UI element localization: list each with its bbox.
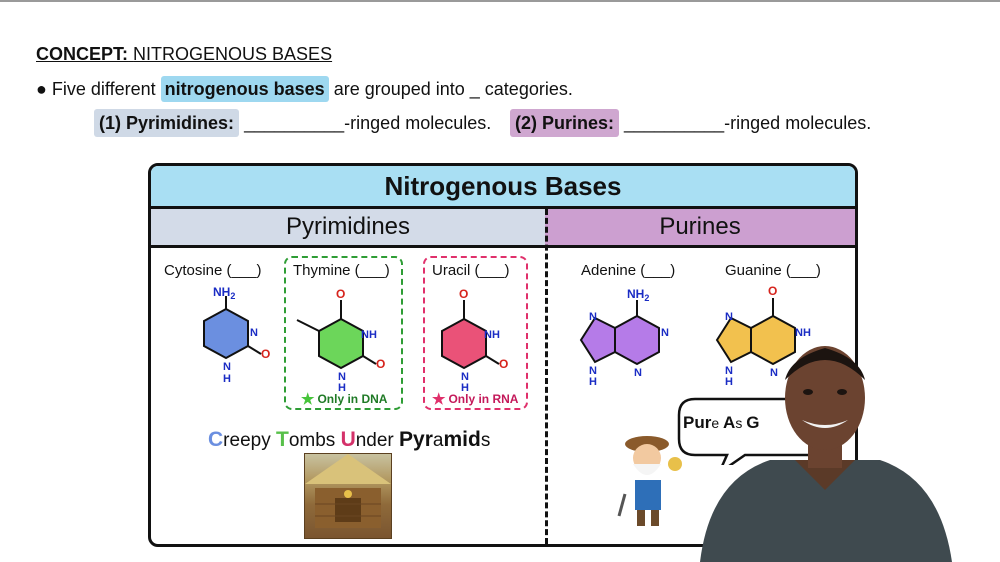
mnemonic-u: U (340, 428, 356, 451)
only-in-rna-tag: ★ Only in RNA (432, 390, 518, 408)
green-star-icon: ★ (301, 391, 315, 408)
uracil-oxygen-bottom: O (499, 357, 508, 371)
uracil-h-label: H (461, 382, 469, 394)
cytosine-oxygen-label: O (261, 347, 270, 361)
guanine-n3-label: N (770, 367, 778, 379)
cytosine-n3-label: N (250, 327, 258, 339)
presenter-video-overlay (700, 346, 952, 562)
adenine-n9-label: N (589, 365, 597, 377)
uracil-n-label: N (461, 371, 469, 383)
guanine-h-label: H (725, 376, 733, 388)
purine-category-line: (2) Purines: __________-ringed molecules… (510, 109, 872, 137)
uracil-nh-label: NH (484, 329, 500, 341)
miner-character-illustration (617, 436, 682, 526)
purine-mnemonic: Pure As G (683, 413, 759, 433)
thymine-dna-box (284, 256, 403, 410)
guanine-n7-label: N (725, 311, 733, 323)
adenine-amine-subscript: 2 (644, 293, 649, 303)
only-in-dna-tag: ★ Only in DNA (301, 390, 387, 408)
uracil-label: Uracil (___) (432, 262, 510, 279)
nitrogenous-bases-table: Nitrogenous Bases Pyrimidines Purines Cy… (148, 163, 858, 547)
mnemonic-ombs: ombs (288, 430, 341, 451)
pyrimidines-header: Pyrimidines (151, 209, 545, 248)
red-star-icon: ★ (432, 391, 446, 408)
purines-header: Purines (545, 209, 855, 248)
pyrimidine-blank: __________ (244, 113, 345, 133)
bullet-text-before: Five different (51, 79, 156, 99)
svg-text:NH2: NH2 (213, 285, 235, 301)
cytosine-structure: NH2 N N H O (203, 285, 270, 385)
adenine-structure: NH2 N N N N H (579, 287, 669, 388)
column-divider (545, 209, 548, 544)
mnemonic-pyr: Pyr (399, 428, 433, 451)
mnemonic-pur: Pur (683, 413, 712, 432)
mnemonic-reepy: reepy (223, 430, 276, 451)
mnemonic-g: G (746, 413, 760, 432)
concept-prefix: CONCEPT: (36, 44, 129, 64)
thymine-structure: O NH N H O (296, 287, 385, 394)
mnemonic-e: e (711, 415, 724, 431)
guanine-label: Guanine (___) (725, 262, 821, 279)
adenine-n3-label: N (634, 367, 642, 379)
only-in-rna-text: Only in RNA (448, 392, 519, 406)
thymine-h-label: H (338, 382, 346, 394)
cytosine-amine-subscript: 2 (230, 291, 235, 301)
thymine-oxygen-top: O (336, 287, 345, 301)
purine-blank: __________ (624, 113, 725, 133)
guanine-structure: O NH N N N H (715, 284, 811, 388)
mnemonic-a: a (432, 430, 444, 451)
bullet-line: ● Five different nitrogenous bases are g… (36, 76, 573, 102)
uracil-rna-box (423, 256, 528, 410)
adenine-amine-label: NH (627, 287, 644, 301)
mnemonic-as-a: A (723, 413, 736, 432)
thymine-nh-label: NH (361, 329, 377, 341)
uracil-structure: O NH N H O (441, 287, 508, 394)
purine-category-label: (2) Purines: (510, 109, 620, 137)
purine-suffix: -ringed molecules. (724, 113, 872, 133)
mnemonic-mid: mid (443, 428, 481, 451)
thymine-label: Thymine (___) (293, 262, 390, 279)
adenine-label: Adenine (___) (581, 262, 676, 279)
uracil-oxygen-top: O (459, 287, 468, 301)
bullet-highlight: nitrogenous bases (160, 76, 329, 102)
concept-heading: CONCEPT: NITROGENOUS BASES (36, 44, 332, 65)
pyrimidine-category-label: (1) Pyrimidines: (94, 109, 240, 137)
cytosine-n1-label: N (223, 361, 231, 373)
mnemonic-nder: nder (355, 430, 400, 451)
mnemonic-as-s: s (735, 415, 747, 431)
pyrimidine-category-line: (1) Pyrimidines: __________-ringed molec… (94, 109, 492, 137)
mnemonic-c: C (208, 428, 224, 451)
mnemonic-t: T (275, 428, 289, 451)
mnemonic-s: s (480, 430, 491, 451)
concept-title: NITROGENOUS BASES (133, 44, 333, 64)
tomb-illustration (305, 454, 391, 528)
cytosine-amine-label: NH (213, 285, 230, 299)
adenine-n7-label: N (589, 311, 597, 323)
table-title: Nitrogenous Bases (151, 166, 855, 209)
cytosine-h-label: H (223, 373, 231, 385)
guanine-oxygen-label: O (768, 284, 777, 298)
thymine-oxygen-bottom: O (376, 357, 385, 371)
adenine-n1-label: N (661, 327, 669, 339)
pyrimidine-suffix: -ringed molecules. (344, 113, 492, 133)
bullet-glyph: ● (36, 79, 47, 99)
only-in-dna-text: Only in DNA (317, 392, 388, 406)
thymine-n-label: N (338, 371, 346, 383)
pyrimidine-mnemonic: Creepy Tombs Under Pyramids (208, 428, 490, 452)
adenine-h-label: H (589, 376, 597, 388)
cytosine-label: Cytosine (___) (164, 262, 262, 279)
svg-text:NH2: NH2 (627, 287, 649, 303)
guanine-nh-label: NH (795, 327, 811, 339)
top-rule (0, 0, 1000, 2)
pyramid-tomb-image (304, 453, 392, 539)
guanine-n9-label: N (725, 365, 733, 377)
bullet-text-after: are grouped into _ categories. (333, 79, 573, 99)
